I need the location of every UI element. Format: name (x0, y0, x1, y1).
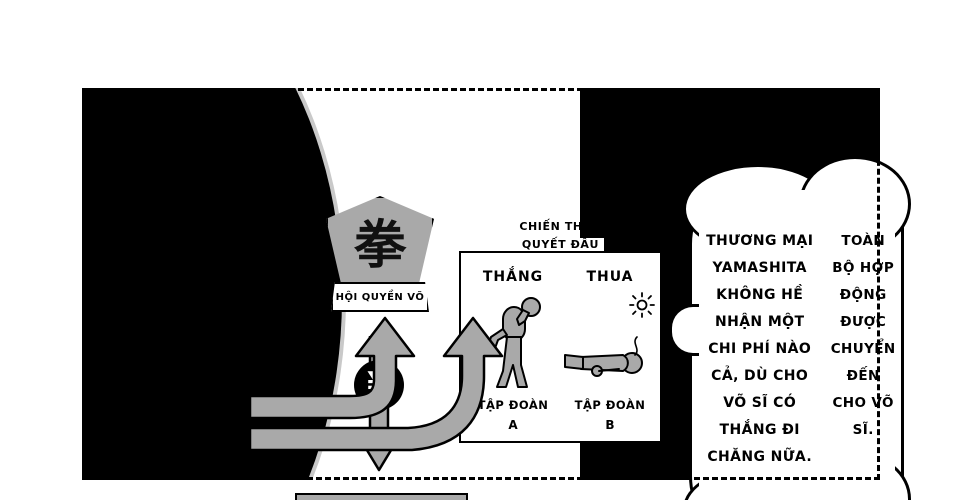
yamashita-company-box: THƯƠNG MẠI YAMASHITA (295, 493, 468, 500)
balloon-main-line: THƯƠNG MẠI (706, 233, 814, 249)
standing-victor-figure-icon (486, 297, 541, 388)
balloon-main-line: YAMASHITA (712, 260, 807, 276)
lose-footer: TẬP ĐOÀN (574, 398, 646, 412)
caption-left-line: TA ĐẾN TỪ (222, 333, 304, 348)
win-footer: TẬP ĐOÀN (477, 398, 549, 412)
speech-balloon: THƯƠNG MẠI YAMASHITA KHÔNG HỀ NHẬN MỘT C… (669, 156, 911, 500)
dizzy-star-icon (629, 292, 655, 318)
comic-panel: KINH PHÍ CỦA CHÚNG TA ĐẾN TỪ HỘI QUYỀN V… (82, 88, 911, 500)
knocked-down-figure-icon (564, 336, 643, 377)
balloon-side-column: TOÀN BỘ HỢP ĐỘNG ĐƯỢC CHUYỂN ĐẾN CHO VÕ … (822, 184, 904, 500)
balloon-main-line: CHI PHÍ NÀO (708, 341, 812, 357)
win-header: THẮNG (482, 269, 544, 285)
matchbox-title-line1: CHIẾN THẦN (519, 220, 602, 233)
match-result-box: THẮNG THUA (459, 251, 662, 443)
balloon-side-line: CHUYỂN (830, 341, 896, 357)
lose-column: THUA (560, 269, 660, 285)
team-b-letter: B (605, 418, 615, 432)
matchbox-title-line2: QUYẾT ĐẤU (516, 238, 605, 251)
balloon-side-line: CHO VÕ (832, 395, 894, 411)
balloon-side-line: ĐẾN (846, 368, 880, 384)
team-a-letter: A (508, 418, 518, 432)
balloon-main-line: THẮNG ĐI (719, 422, 800, 438)
money-flow-arrow: ¥ (350, 336, 408, 476)
yen-coin-icon: ¥ (354, 360, 404, 410)
win-column: THẮNG (463, 269, 563, 285)
caption-left-line: VÕ. (249, 375, 277, 390)
sign-label: HỘI QUYỀN VÕ (331, 282, 429, 312)
lose-header: THUA (586, 269, 634, 285)
balloon-main-line: VÕ SĨ CÓ (723, 395, 797, 411)
balloon-main-line: CHĂNG NỮA. (707, 449, 813, 465)
federation-sign-icon: 拳 HỘI QUYỀN VÕ (326, 196, 434, 314)
balloon-side-line: SĨ. (852, 422, 874, 438)
balloon-inner (699, 190, 895, 500)
matchbox-title: CHIẾN THẦN QUYẾT ĐẤU (459, 218, 662, 254)
balloon-side-line: BỘ HỢP (832, 260, 895, 276)
sign-shield: 拳 (326, 196, 434, 284)
balloon-side-line: ĐỘNG (839, 287, 887, 303)
balloon-main-line: KHÔNG HỀ (716, 287, 804, 303)
caption-left-line: CỦA CHÚNG (217, 312, 309, 327)
caption-left: KINH PHÍ CỦA CHÚNG TA ĐẾN TỪ HỘI QUYỀN V… (204, 288, 322, 393)
balloon-side-line: TOÀN (841, 233, 886, 249)
balloon-main-line: CẢ, DÙ CHO (711, 368, 809, 384)
balloon-side-line: ĐƯỢC (840, 314, 887, 330)
caption-left-line: KINH PHÍ (227, 291, 299, 306)
balloon-main-column: THƯƠNG MẠI YAMASHITA KHÔNG HỀ NHẬN MỘT C… (689, 184, 822, 500)
caption-left-line: HỘI QUYỀN (219, 354, 307, 369)
balloon-main-line: NHẬN MỘT (714, 314, 805, 330)
balloon-text: THƯƠNG MẠI YAMASHITA KHÔNG HỀ NHẬN MỘT C… (689, 184, 904, 500)
fist-kanji-icon: 拳 (353, 216, 406, 276)
